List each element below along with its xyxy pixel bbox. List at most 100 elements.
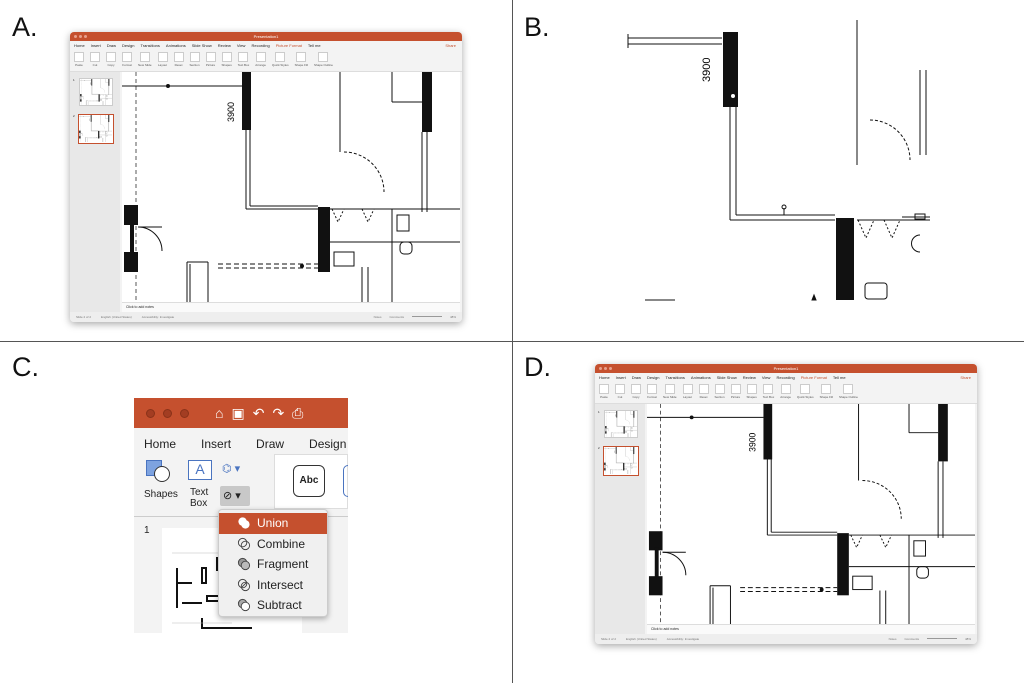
tab-transitions[interactable]: Transitions xyxy=(140,43,160,48)
edit-shape-icon[interactable]: ⌬ ▾ xyxy=(222,463,241,475)
tab-home[interactable]: Home xyxy=(599,375,610,380)
comments-button[interactable]: Comments xyxy=(389,315,404,319)
tab-review[interactable]: Review xyxy=(742,375,756,380)
shapes-label: Shapes xyxy=(144,489,178,500)
home-icon[interactable]: ⌂ xyxy=(215,405,224,421)
tab-home[interactable]: Home xyxy=(74,43,85,48)
zoom-level[interactable]: 48% xyxy=(449,315,456,319)
ribbon-paste-button[interactable]: Paste xyxy=(599,384,609,401)
style-sample[interactable]: Abc xyxy=(293,465,325,497)
tab-review[interactable]: Review xyxy=(217,43,231,48)
tab-home[interactable]: Home xyxy=(144,437,177,451)
ribbon-shape-fill-button[interactable]: Shape Fill xyxy=(295,52,308,69)
save-icon[interactable]: ▣ xyxy=(231,404,245,421)
accessibility-button[interactable]: Accessibility: Investigate xyxy=(141,315,175,319)
language-indicator[interactable]: English (United States) xyxy=(626,637,657,641)
ribbon-layout-button[interactable]: Layout xyxy=(682,384,693,401)
zoom-slider[interactable] xyxy=(411,316,442,319)
ribbon-text-box-button[interactable]: Text Box xyxy=(238,52,249,69)
ribbon-layout-button[interactable]: Layout xyxy=(157,52,168,69)
menu-item-subtract[interactable]: Subtract xyxy=(219,595,327,616)
ribbon-reset-button[interactable]: Reset xyxy=(173,52,184,69)
ribbon-text-box-button[interactable]: Text Box xyxy=(763,384,774,401)
menu-item-intersect[interactable]: Intersect xyxy=(219,575,327,596)
print-icon[interactable]: ⎙ xyxy=(292,404,304,421)
ribbon-shape-outline-button[interactable]: Shape Outline xyxy=(839,384,858,401)
notes-button[interactable]: Notes xyxy=(888,637,897,641)
merge-shapes-button[interactable]: ⊘ ▾ xyxy=(220,486,250,506)
slide-thumbnail-2[interactable]: 3900 xyxy=(78,114,114,144)
slide-canvas[interactable]: 3900 xyxy=(122,72,460,302)
tab-design[interactable]: Design xyxy=(122,43,135,48)
tab-design[interactable]: Design xyxy=(309,437,347,451)
ribbon-arrange-button[interactable]: Arrange xyxy=(255,52,266,69)
slide-thumbnail-1[interactable]: 3900 xyxy=(79,78,113,106)
tab-transitions[interactable]: Transitions xyxy=(665,375,685,380)
ribbon-paste-button[interactable]: Paste xyxy=(74,52,84,69)
tab-picture-format[interactable]: Picture Format xyxy=(275,43,302,48)
tab-view[interactable]: View xyxy=(761,375,771,380)
tab-slide-show[interactable]: Slide Show xyxy=(191,43,212,48)
slide-thumbnail-1[interactable]: 3900 xyxy=(604,410,638,438)
share-button[interactable]: Share xyxy=(445,43,456,48)
ribbon-shapes-button[interactable]: Shapes xyxy=(747,384,757,401)
tab-draw[interactable]: Draw xyxy=(106,43,117,48)
ribbon-shapes-button[interactable]: Shapes xyxy=(222,52,232,69)
tab-draw[interactable]: Draw xyxy=(256,437,285,451)
language-indicator[interactable]: English (United States) xyxy=(101,315,132,319)
tab-insert[interactable]: Insert xyxy=(90,43,101,48)
ribbon-new-slide-button[interactable]: New Slide xyxy=(663,384,677,401)
ribbon-new-slide-button[interactable]: New Slide xyxy=(138,52,152,69)
tab-slide-show[interactable]: Slide Show xyxy=(716,375,737,380)
status-bar: Slide 2 of 2 English (United States) Acc… xyxy=(595,634,977,644)
tab-recording[interactable]: Recording xyxy=(776,375,795,380)
ribbon-cut-button[interactable]: Cut xyxy=(90,52,100,69)
tab-tell-me[interactable]: Tell me xyxy=(832,375,846,380)
share-button[interactable]: Share xyxy=(960,375,971,380)
tab-tell-me[interactable]: Tell me xyxy=(307,43,321,48)
ribbon-section-button[interactable]: Section xyxy=(714,384,725,401)
menu-item-combine[interactable]: Combine xyxy=(219,534,327,555)
zoom-level[interactable]: 48% xyxy=(964,637,971,641)
ribbon-shape-fill-button[interactable]: Shape Fill xyxy=(820,384,833,401)
notes-button[interactable]: Notes xyxy=(373,315,382,319)
tab-picture-format[interactable]: Picture Format xyxy=(800,375,827,380)
tab-insert[interactable]: Insert xyxy=(201,437,232,451)
ribbon-reset-button[interactable]: Reset xyxy=(698,384,709,401)
ribbon-quick-styles-button[interactable]: Quick Styles xyxy=(272,52,289,69)
redo-icon[interactable]: ↷ xyxy=(272,404,285,421)
tab-animations[interactable]: Animations xyxy=(690,375,711,380)
ribbon-copy-button[interactable]: Copy xyxy=(631,384,641,401)
ribbon-picture-button[interactable]: Picture xyxy=(730,384,741,401)
tab-insert[interactable]: Insert xyxy=(615,375,626,380)
shapes-button[interactable]: Shapes xyxy=(144,458,184,503)
tab-draw[interactable]: Draw xyxy=(631,375,642,380)
tab-animations[interactable]: Animations xyxy=(165,43,186,48)
ribbon: Paste Cut Copy Format New Slide Layout Reset Se… xyxy=(595,382,977,404)
text-box-button[interactable]: A Text Box xyxy=(188,458,218,513)
notes-pane[interactable]: Click to add notes xyxy=(122,302,460,312)
accessibility-button[interactable]: Accessibility: Investigate xyxy=(666,637,700,641)
ribbon-picture-button[interactable]: Picture xyxy=(205,52,216,69)
comments-button[interactable]: Comments xyxy=(904,637,919,641)
ribbon-format-button[interactable]: Format xyxy=(122,52,132,69)
ribbon-format-button[interactable]: Format xyxy=(647,384,657,401)
menu-item-union[interactable]: Union xyxy=(219,513,327,534)
tab-recording[interactable]: Recording xyxy=(251,43,270,48)
tab-view[interactable]: View xyxy=(236,43,246,48)
ribbon-shape-outline-button[interactable]: Shape Outline xyxy=(314,52,333,69)
ribbon-copy-button[interactable]: Copy xyxy=(106,52,116,69)
ribbon-quick-styles-button[interactable]: Quick Styles xyxy=(797,384,814,401)
tab-design[interactable]: Design xyxy=(647,375,660,380)
ribbon-arrange-button[interactable]: Arrange xyxy=(780,384,791,401)
menu-item-fragment[interactable]: Fragment xyxy=(219,554,327,575)
slide-thumbnail-2[interactable]: 3900 xyxy=(603,446,639,476)
notes-pane[interactable]: Click to add notes xyxy=(647,624,975,634)
undo-icon[interactable]: ↶ xyxy=(252,404,265,421)
slide-canvas[interactable]: 3900 xyxy=(647,404,975,624)
ribbon-cut-button[interactable]: Cut xyxy=(615,384,625,401)
slide-panel: 1 3900 2 3900 xyxy=(595,404,645,634)
ribbon-section-button[interactable]: Section xyxy=(189,52,200,69)
zoom-slider[interactable] xyxy=(926,638,957,641)
